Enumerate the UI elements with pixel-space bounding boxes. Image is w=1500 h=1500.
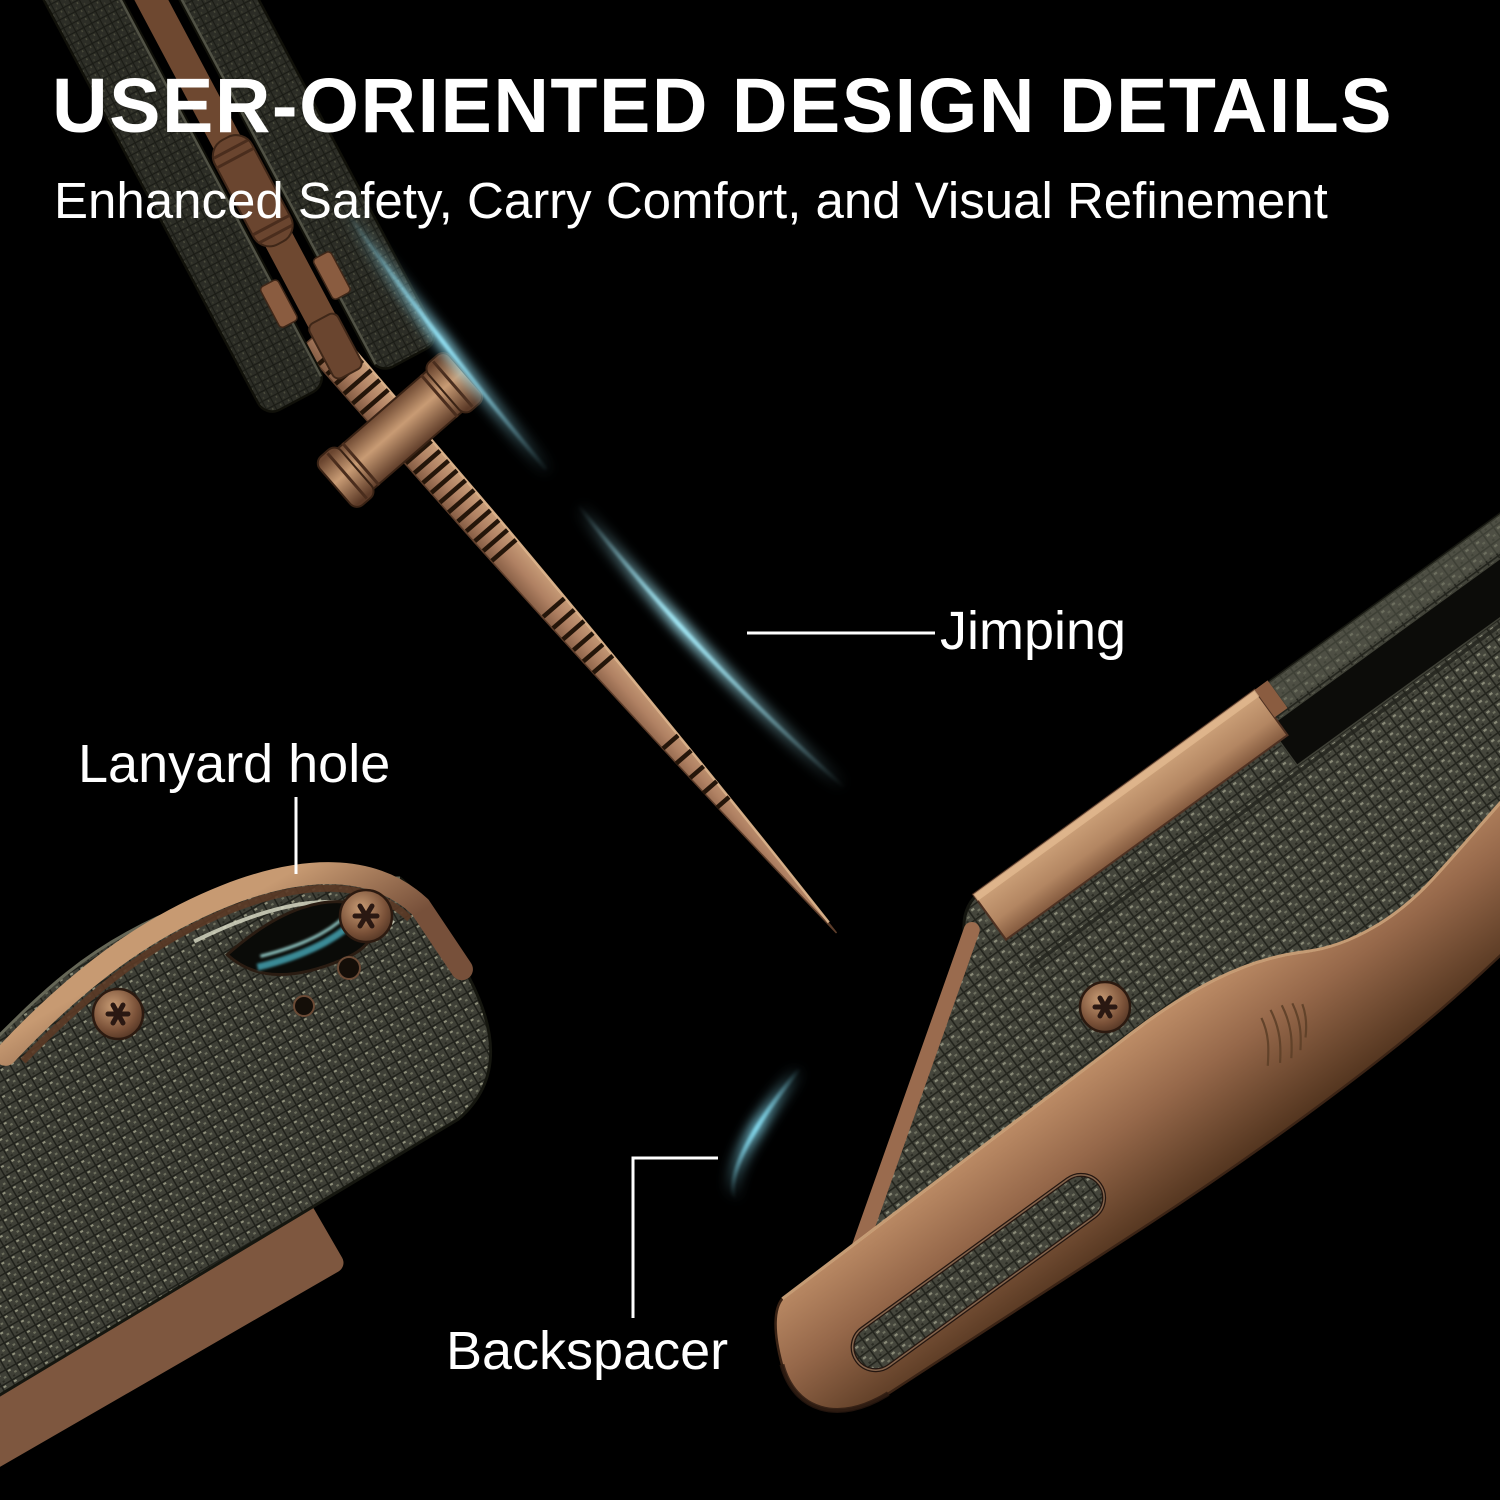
glow-swoosh: [726, 1062, 806, 1205]
clip-logo-engraving: [1260, 1002, 1308, 1066]
backspacer-leader-line: [631, 1156, 718, 1318]
page-subtitle: Enhanced Safety, Carry Comfort, and Visu…: [54, 172, 1328, 229]
knurled-barrel: [211, 134, 294, 248]
torx-screw: [1078, 980, 1132, 1034]
lock-bar: [312, 251, 351, 300]
pocket-clip: [774, 305, 1500, 1413]
backspacer-strip: [971, 680, 1289, 942]
pivot-block: [308, 312, 363, 380]
callout-label-jimping: Jimping: [940, 601, 1127, 661]
glow-swoosh: [339, 204, 851, 794]
handle-scale: [0, 0, 324, 413]
torx-screw: [338, 888, 394, 944]
handle-hole: [293, 995, 315, 1017]
lanyard-hole-knife-photo: [0, 862, 493, 1500]
pocket-clip-knife-photo: [774, 148, 1500, 1413]
handle-hole: [337, 956, 361, 980]
thumb-stud: [316, 352, 484, 508]
torx-screw: [91, 987, 145, 1041]
lock-bar: [259, 279, 298, 329]
blade-gap-slot: [1267, 178, 1500, 767]
scale-seam: [1028, 221, 1500, 969]
page-title: USER-ORIENTED DESIGN DETAILS: [52, 63, 1394, 149]
backspacer-wrap: [0, 862, 473, 1066]
spine-view-handle: [0, 0, 437, 413]
callout-label-backspacer: Backspacer: [446, 1321, 729, 1381]
callout-label-lanyard-hole: Lanyard hole: [78, 734, 391, 794]
